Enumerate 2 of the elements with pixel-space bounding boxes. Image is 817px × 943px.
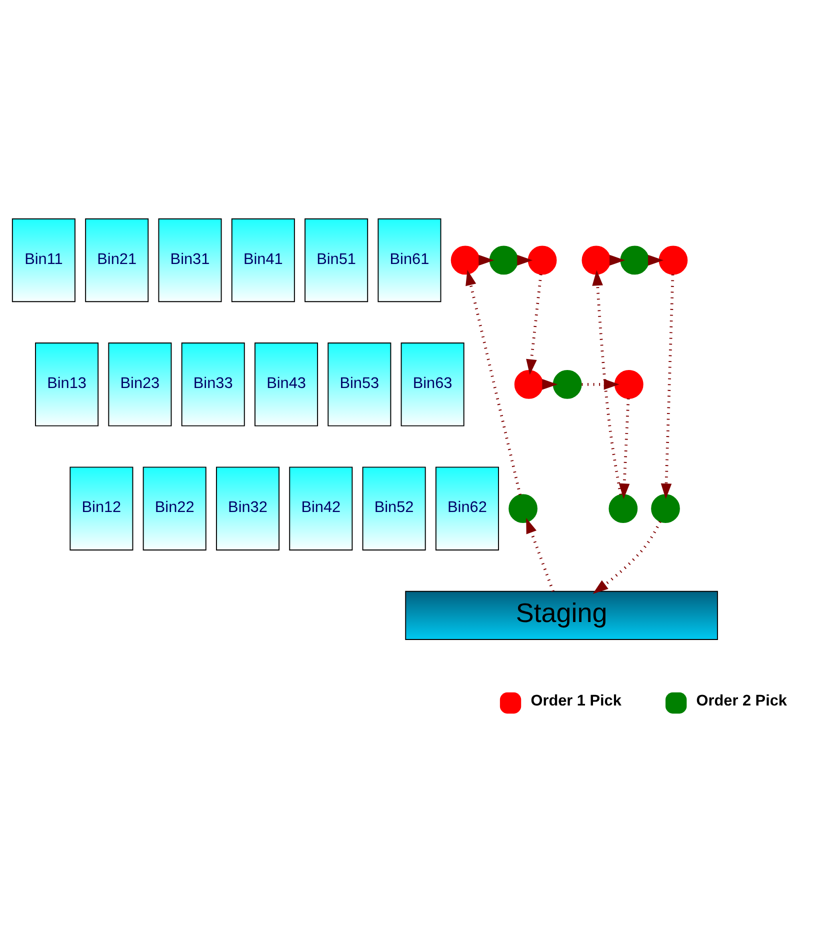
legend-label: Order 2 Pick — [696, 692, 787, 710]
legend-label: Order 1 Pick — [530, 692, 622, 710]
